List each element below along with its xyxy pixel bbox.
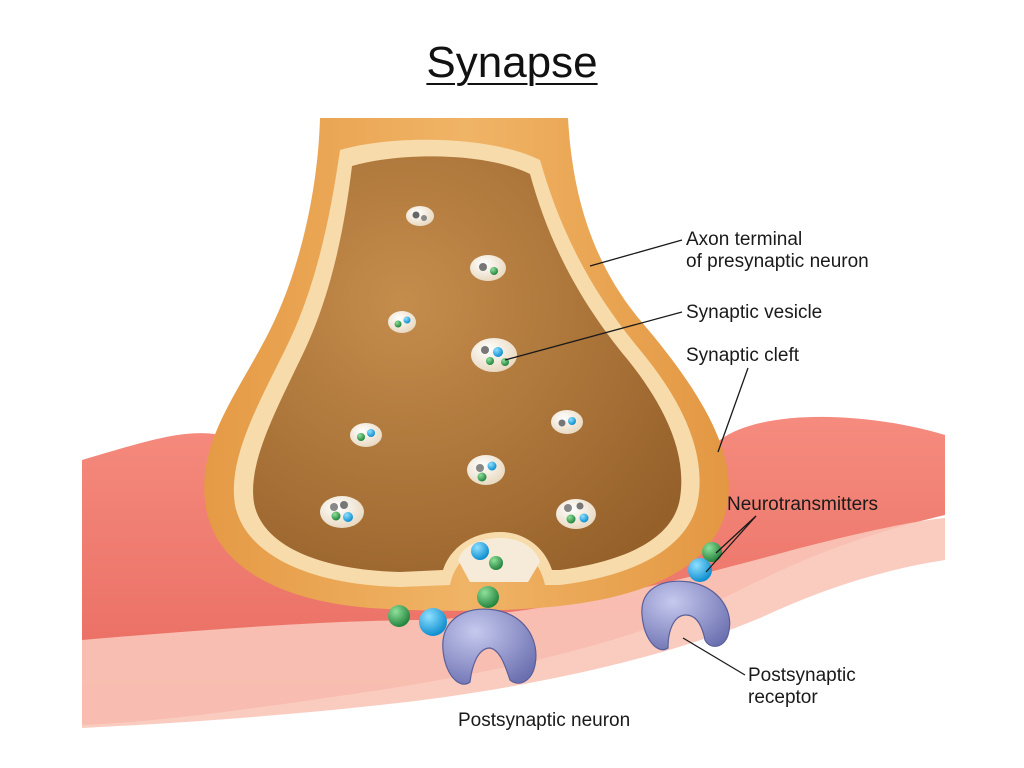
leader-neurotransmitters-2 — [705, 515, 757, 573]
label-axon-terminal-line2: of presynaptic neuron — [686, 251, 869, 272]
synaptic-vesicle — [470, 255, 506, 281]
neurotransmitter-green — [388, 605, 410, 627]
label-axon-terminal-line1: Axon terminal — [686, 229, 802, 250]
label-postsynaptic-receptor-line2: receptor — [748, 687, 818, 708]
axon-terminal — [204, 118, 729, 611]
postsynaptic-receptor — [442, 608, 537, 685]
label-synaptic-vesicle: Synaptic vesicle — [686, 302, 822, 323]
labels: Axon terminal of presynaptic neuron Syna… — [458, 229, 878, 731]
synaptic-vesicle — [406, 206, 434, 226]
neurotransmitter-green — [489, 556, 503, 570]
leader-axon-terminal — [589, 239, 683, 267]
synaptic-vesicle — [350, 423, 382, 447]
axon-cytoplasm — [253, 156, 682, 572]
label-neurotransmitters: Neurotransmitters — [727, 494, 878, 515]
synaptic-vesicle — [556, 499, 596, 529]
synaptic-vesicle — [551, 410, 583, 434]
leader-synaptic-cleft — [717, 367, 749, 453]
leader-lines — [504, 239, 757, 676]
synaptic-vesicle — [388, 311, 416, 333]
neurotransmitter-green — [702, 542, 722, 562]
synaptic-vesicle — [467, 455, 505, 485]
neurotransmitter-blue — [419, 608, 447, 636]
leader-neurotransmitters-1 — [715, 515, 757, 554]
synaptic-vesicles — [320, 206, 596, 529]
postsynaptic-receptor — [641, 580, 731, 651]
neurotransmitters — [388, 542, 722, 636]
page-title: Synapse — [426, 38, 598, 87]
neurotransmitter-blue — [688, 558, 712, 582]
label-postsynaptic-receptor-line1: Postsynaptic — [748, 665, 856, 686]
label-synaptic-cleft: Synaptic cleft — [686, 345, 800, 366]
label-postsynaptic-neuron: Postsynaptic neuron — [458, 710, 630, 731]
leader-postsynaptic-receptor — [682, 637, 746, 676]
synaptic-vesicle — [320, 496, 364, 528]
neurotransmitter-blue — [471, 542, 489, 560]
synaptic-vesicle — [471, 338, 517, 372]
leader-synaptic-vesicle — [504, 311, 683, 361]
neurotransmitter-green — [477, 586, 499, 608]
